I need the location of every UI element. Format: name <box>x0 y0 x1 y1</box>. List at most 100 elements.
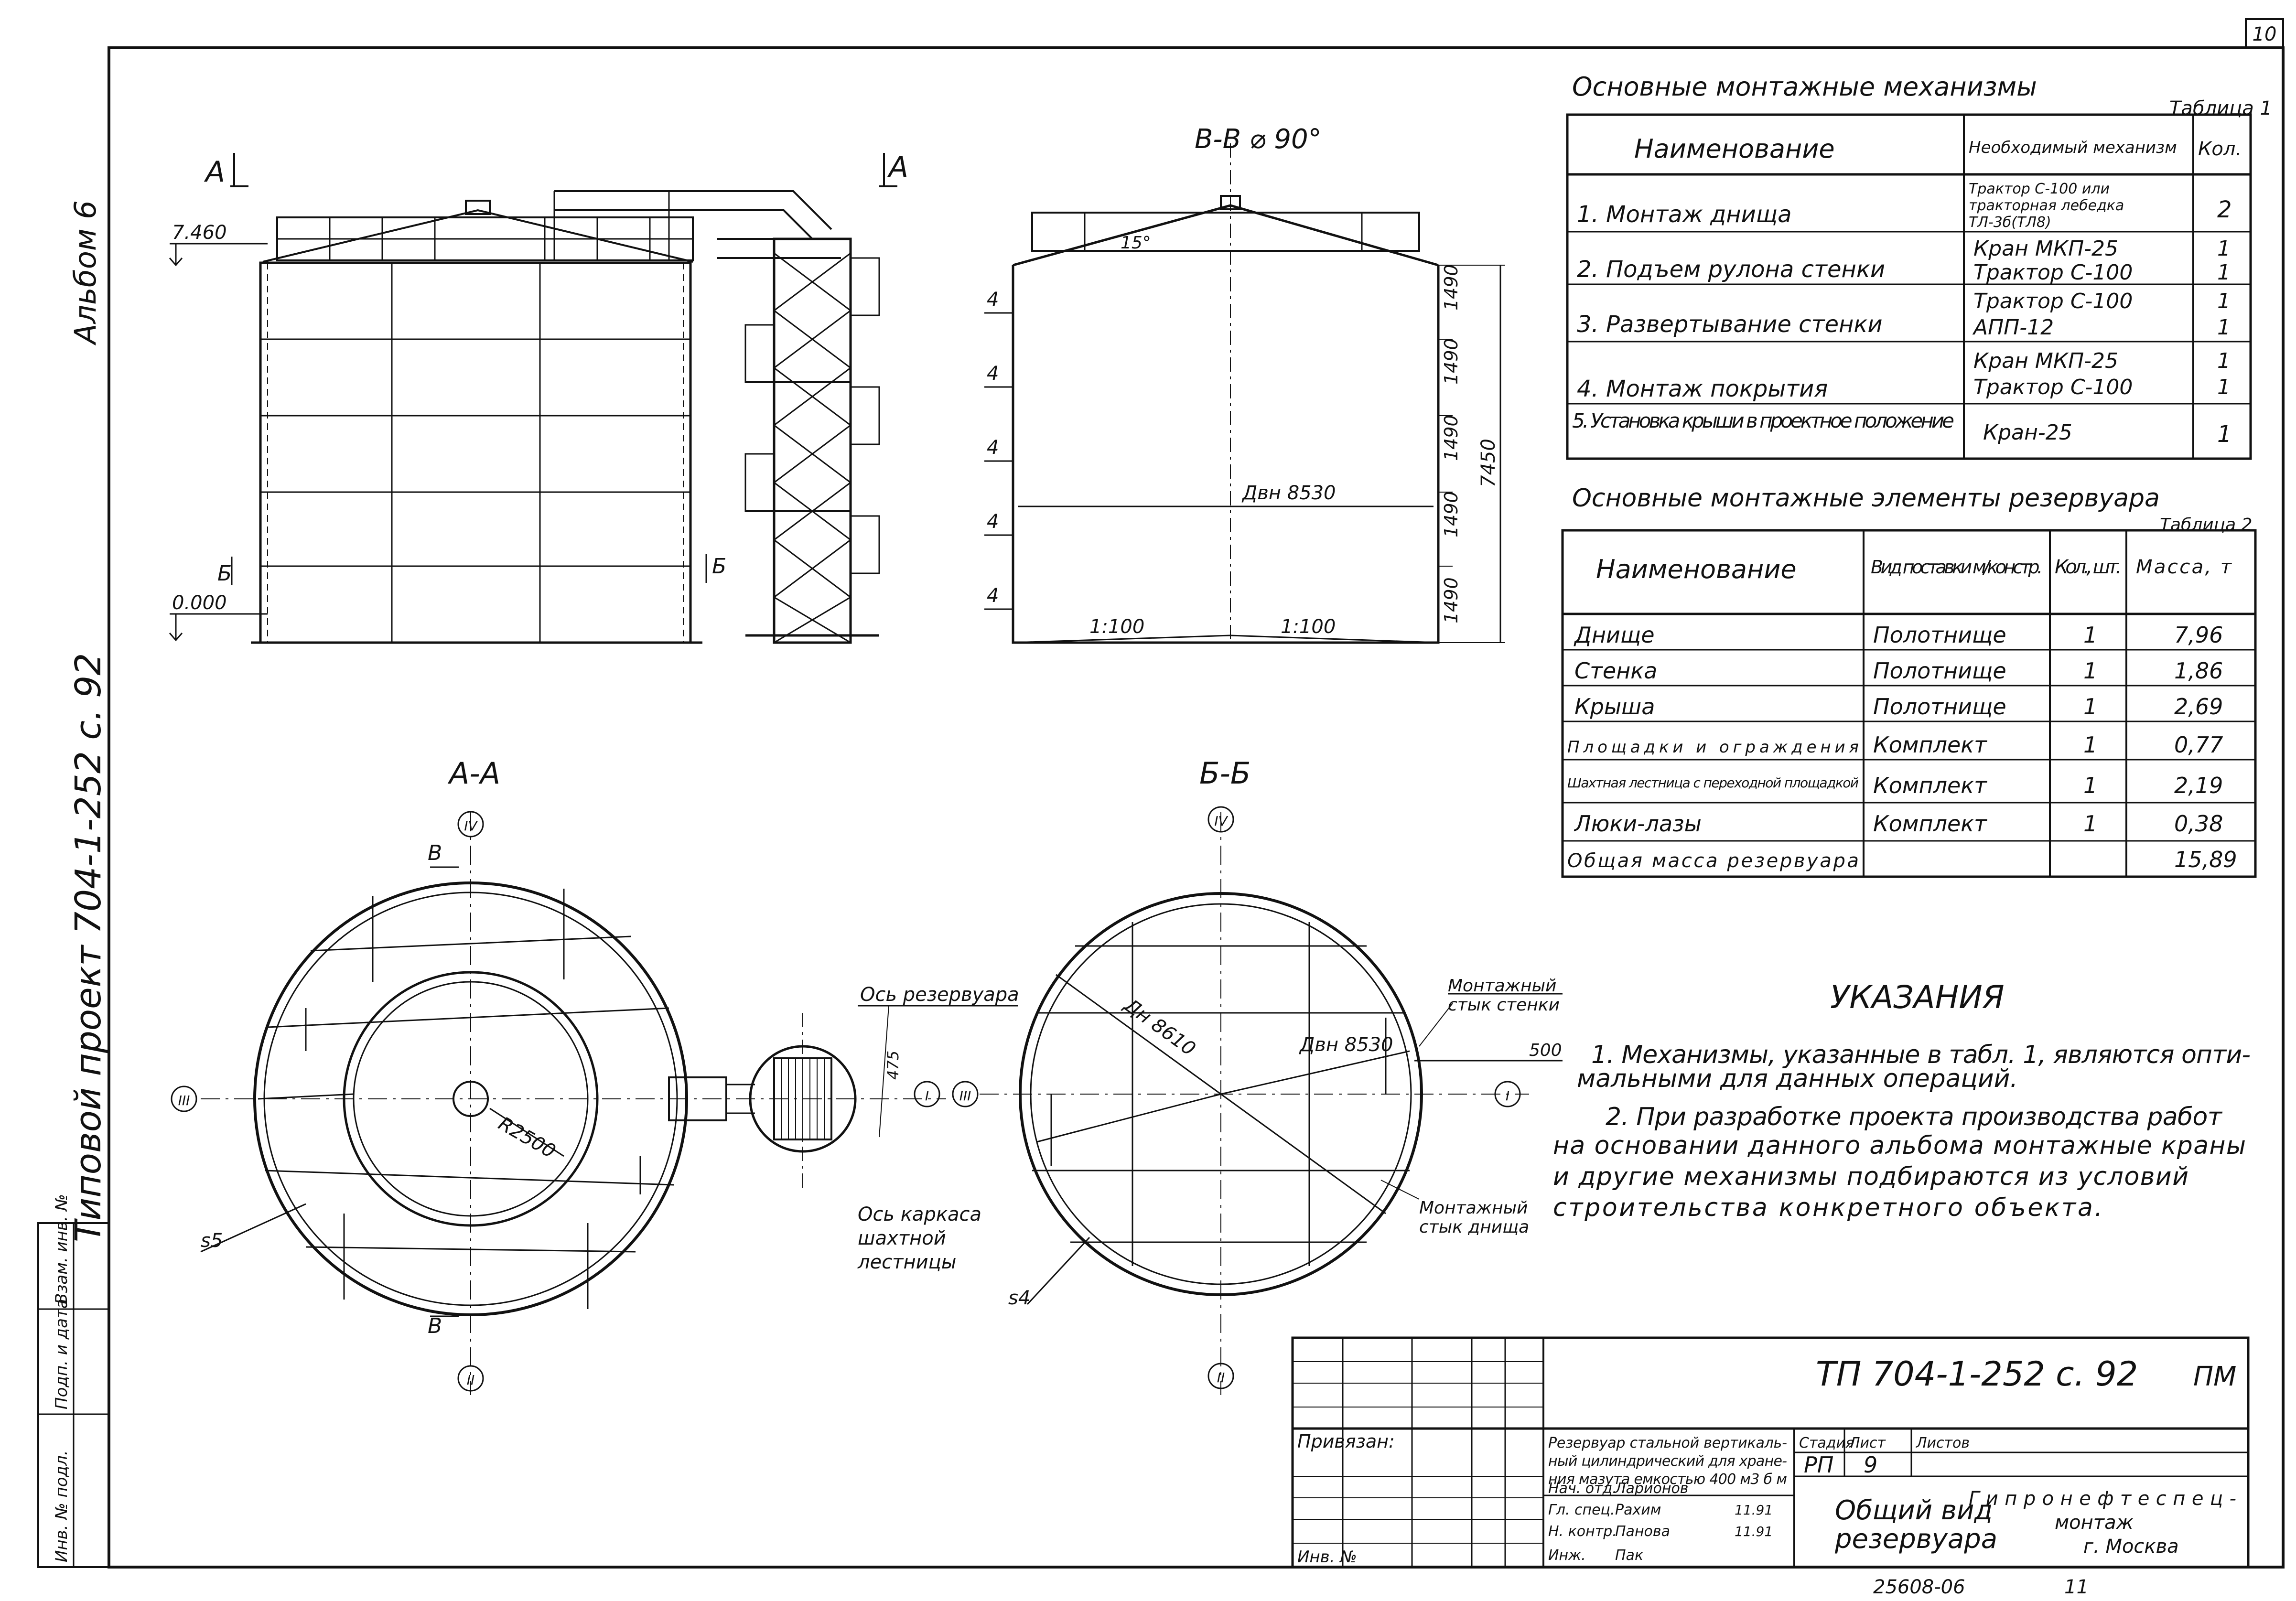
drawing-title-2: резервуара <box>1834 1524 1997 1555</box>
belt-height-5: 1490 <box>1441 577 1462 623</box>
table1-row2-qty-1: 1 <box>2217 236 2231 261</box>
table2-r4-name: Площадки и ограждения <box>1567 738 1859 757</box>
role-4: Инж. <box>1548 1547 1586 1564</box>
table2-r3-mass: 2,69 <box>2174 694 2223 720</box>
footer-number: 25608-06 <box>1873 1576 1965 1598</box>
table1-row1-mech-2: тракторная лебедка <box>1969 197 2124 214</box>
table2-r7-mass: 15,89 <box>2174 847 2237 872</box>
table2-r2-mass: 1,86 <box>2174 658 2223 684</box>
table2-r5-supply: Комплект <box>1873 773 1987 798</box>
plan-view-bb: Б-Б Дн 8610 Двн 8530 IV III II I Монтажн… <box>952 756 1563 1395</box>
shell-thickness-3: 4 <box>987 437 999 459</box>
name-2: Рахим <box>1615 1502 1661 1518</box>
name-4: Пак <box>1615 1547 1643 1564</box>
table1-row1-qty-1: 2 <box>2217 196 2232 223</box>
table2-label: Таблица 2 <box>2160 515 2253 535</box>
table1-row1-mech-1: Трактор С-100 или <box>1969 181 2110 197</box>
inner-radius: R2500 <box>495 1113 559 1163</box>
table1-row3-mech-2: АПП-12 <box>1972 315 2054 340</box>
table1-row3-name: 3. Развертывание стенки <box>1577 311 1883 338</box>
table1-row2-name: 2. Подъем рулона стенки <box>1577 256 1885 283</box>
stair-axis-label-2: шахтной <box>858 1227 946 1249</box>
table1-row4-qty-2: 1 <box>2217 375 2231 399</box>
table2-r5-mass: 2,19 <box>2174 773 2223 798</box>
table1-row4-mech-2: Трактор С-100 <box>1973 375 2133 399</box>
drawing-title-1: Общий вид <box>1835 1495 1993 1526</box>
note-line-2: мальными для данных операций. <box>1577 1064 2018 1093</box>
shell-thickness-4: 4 <box>987 511 999 533</box>
elevation-view-a: А А 7.460 0.000 <box>169 150 908 644</box>
role-3: Н. контр. <box>1548 1523 1617 1540</box>
belt-height-1: 1490 <box>1441 264 1462 311</box>
table2-header-qty: Кол., шт. <box>2055 556 2122 578</box>
plan-bb-axis-iii: III <box>959 1088 971 1104</box>
section-v-top: В <box>428 841 442 865</box>
stair-axis-label-3: лестницы <box>857 1251 956 1273</box>
belt-height-2: 1490 <box>1441 338 1462 385</box>
table2-r3-qty: 1 <box>2083 694 2097 720</box>
table1-row1-name: 1. Монтаж днища <box>1577 201 1791 228</box>
table1-label: Таблица 1 <box>2169 97 2272 119</box>
table1-row3-qty-1: 1 <box>2217 289 2231 313</box>
table2-r7-name: Общая масса резервуара <box>1567 850 1859 872</box>
stamp-replace: Взам. инв. № <box>52 1194 71 1304</box>
table2-r1-mass: 7,96 <box>2174 622 2223 648</box>
stamp-inv: Инв. № подл. <box>52 1450 71 1562</box>
table2-r4-supply: Комплект <box>1873 732 1987 758</box>
table1-row4-qty-1: 1 <box>2217 349 2231 373</box>
belt-height-4: 1490 <box>1441 491 1462 537</box>
org-2: монтаж <box>2055 1512 2134 1534</box>
plan-aa-axis-i: I <box>925 1088 929 1104</box>
stage-value: РП <box>1804 1452 1833 1478</box>
title-desc-2: ный цилиндрический для хране- <box>1548 1453 1787 1470</box>
table1-caption: Основные монтажные механизмы <box>1572 72 2037 102</box>
sheets-header: Листов <box>1916 1435 1970 1451</box>
project-vertical-label: Типовой проект 704-1-252 с. 92 <box>68 653 109 1242</box>
table1-row3-qty-2: 1 <box>2217 315 2231 340</box>
table1-row5-name: 5. Установка крыши в проектное положение <box>1572 409 1954 432</box>
table2-r2-qty: 1 <box>2083 658 2097 684</box>
table-mechanisms: Основные монтажные механизмы Таблица 1 Н… <box>1566 72 2272 460</box>
stage-header: Стадия <box>1799 1435 1854 1451</box>
table2-r4-mass: 0,77 <box>2174 732 2223 758</box>
table2-r1-name: Днище <box>1574 622 1655 648</box>
shell-thickness-plan: s4 <box>1008 1287 1030 1309</box>
org-3: г. Москва <box>2083 1536 2179 1558</box>
notes-block: УКАЗАНИЯ 1. Механизмы, указанные в табл.… <box>1553 979 2251 1222</box>
table2-header-mass: Масса, т <box>2136 556 2232 578</box>
role-2: Гл. спец. <box>1548 1502 1615 1518</box>
section-b-right: Б <box>712 554 726 579</box>
section-vv-title: В-В ⌀ 90° <box>1195 124 1322 155</box>
privyazan: Привязан: <box>1297 1431 1395 1452</box>
table2-r3-supply: Полотнище <box>1873 694 2006 720</box>
notes-title: УКАЗАНИЯ <box>1830 979 2005 1016</box>
axis-offset: 475 <box>884 1051 902 1080</box>
table2-r4-qty: 1 <box>2083 732 2097 758</box>
table1-row4-name: 4. Монтаж покрытия <box>1577 376 1828 402</box>
plan-bb-title: Б-Б <box>1199 756 1250 791</box>
title-code: ТП 704-1-252 с. 92 <box>1816 1354 2138 1394</box>
role-1: Нач. отд. <box>1548 1480 1617 1497</box>
level-top: 7.460 <box>172 222 227 244</box>
table2-r6-mass: 0,38 <box>2174 811 2223 837</box>
shell-thickness-marks: 4 4 4 4 4 <box>984 289 1013 610</box>
note-line-3: 2. При разработке проекта производства р… <box>1606 1103 2223 1131</box>
sheet-value: 9 <box>1864 1452 1877 1478</box>
table1-row1-mech-3: ТЛ-3б(ТЛ8) <box>1969 214 2051 231</box>
note-line-6: строительства конкретного объекта. <box>1553 1193 2102 1222</box>
table1-row2-qty-2: 1 <box>2217 260 2231 285</box>
shell-thickness-2: 4 <box>987 363 999 385</box>
title-desc-1: Резервуар стальной вертикаль- <box>1548 1435 1787 1451</box>
title-block: ТП 704-1-252 с. 92 ПМ Резервуар стальной… <box>1291 1336 2250 1569</box>
inner-diameter-plan: Двн 8530 <box>1299 1034 1393 1056</box>
title-desc-3: ния мазута емкостью 400 м3 б м <box>1548 1471 1787 1488</box>
section-a-right: А <box>887 150 908 184</box>
table2-r6-qty: 1 <box>2083 811 2097 837</box>
dim-500: 500 <box>1529 1041 1562 1060</box>
table2-r2-supply: Полотнище <box>1873 658 2006 684</box>
bottom-joint-1: Монтажный <box>1419 1198 1528 1218</box>
note-line-1: 1. Механизмы, указанные в табл. 1, являю… <box>1591 1041 2251 1069</box>
footer-page: 11 <box>2064 1576 2089 1598</box>
shell-thickness-1: 4 <box>987 289 999 311</box>
